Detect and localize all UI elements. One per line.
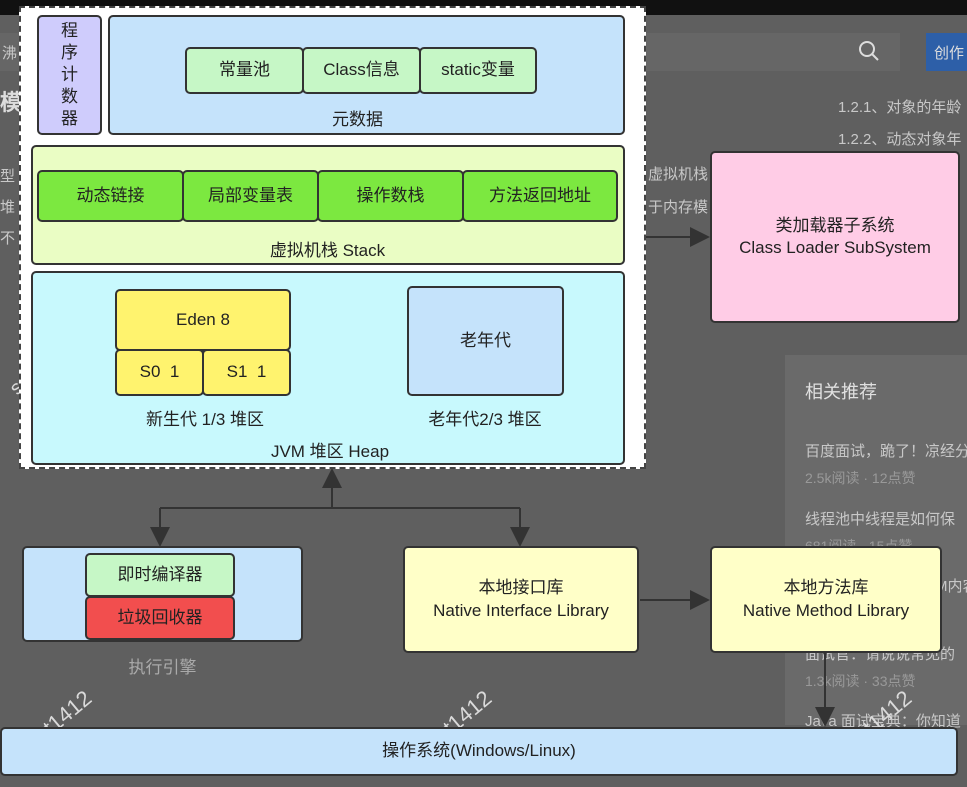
search-icon[interactable] (858, 40, 882, 64)
toc-item[interactable]: 1.2.1、对象的年龄 (838, 99, 962, 116)
native-method-library: 本地方法库 Native Method Library (710, 546, 942, 653)
native-interface-en: Native Interface Library (433, 600, 609, 620)
heading-fragment: 模 (0, 90, 23, 115)
garbage-collector: 垃圾回收器 (85, 596, 235, 640)
static-variables: static变量 (419, 47, 537, 94)
stack-label: 虚拟机栈 Stack (269, 241, 386, 260)
related-item[interactable]: Java 面试宝典：你知道 (805, 713, 961, 730)
eden-space: Eden 8 (115, 289, 291, 351)
return-address: 方法返回地址 (462, 170, 618, 222)
class-loader-en: Class Loader SubSystem (739, 238, 931, 257)
related-title: 相关推荐 (805, 382, 877, 402)
native-method-en: Native Method Library (742, 600, 910, 620)
metaspace-label: 元数据 (332, 110, 383, 129)
execution-engine-label: 执行引擎 (128, 658, 197, 677)
left-fragment-3: 不 (0, 230, 16, 247)
related-meta: 2.5k阅读 · 12点赞 (805, 470, 916, 486)
class-info: Class信息 (302, 47, 421, 94)
native-method-cn: 本地方法库 (783, 578, 869, 598)
class-loader-cn: 类加载器子系统 (775, 215, 895, 235)
related-item[interactable]: 百度面试，跪了！凉经分 (805, 443, 967, 460)
dynamic-linking: 动态链接 (37, 170, 184, 222)
operating-system: 操作系统(Windows/Linux) (0, 727, 958, 776)
heap-label: JVM 堆区 Heap (270, 442, 390, 461)
nav-fragment: 沸 (2, 45, 18, 62)
young-generation-label: 新生代 1/3 堆区 (145, 410, 265, 429)
left-fragment-1: 型 (0, 168, 16, 185)
constant-pool: 常量池 (185, 47, 304, 94)
related-item[interactable]: M内容 (935, 578, 967, 595)
native-interface-library: 本地接口库 Native Interface Library (403, 546, 639, 653)
survivor-s1: S1 1 (202, 349, 291, 396)
jit-compiler: 即时编译器 (85, 553, 235, 597)
operand-stack: 操作数栈 (317, 170, 464, 222)
program-counter: 程 序 计 数 器 (37, 15, 102, 135)
old-generation-label: 老年代2/3 堆区 (428, 410, 542, 429)
left-fragment-2: 堆 (0, 199, 16, 216)
survivor-s0: S0 1 (115, 349, 204, 396)
toc-item[interactable]: 1.2.2、动态对象年 (838, 131, 962, 148)
native-interface-cn: 本地接口库 (478, 578, 564, 598)
related-item[interactable]: 线程池中线程是如何保 (805, 511, 956, 528)
mid-fragment-1: 虚拟机栈 (648, 166, 709, 183)
old-generation: 老年代 (407, 286, 564, 396)
class-loader-subsystem: 类加载器子系统 Class Loader SubSystem (710, 151, 960, 323)
create-button[interactable]: 创作 (926, 33, 967, 71)
mid-fragment-2: 于内存模 (648, 199, 709, 216)
local-variables: 局部变量表 (182, 170, 319, 222)
